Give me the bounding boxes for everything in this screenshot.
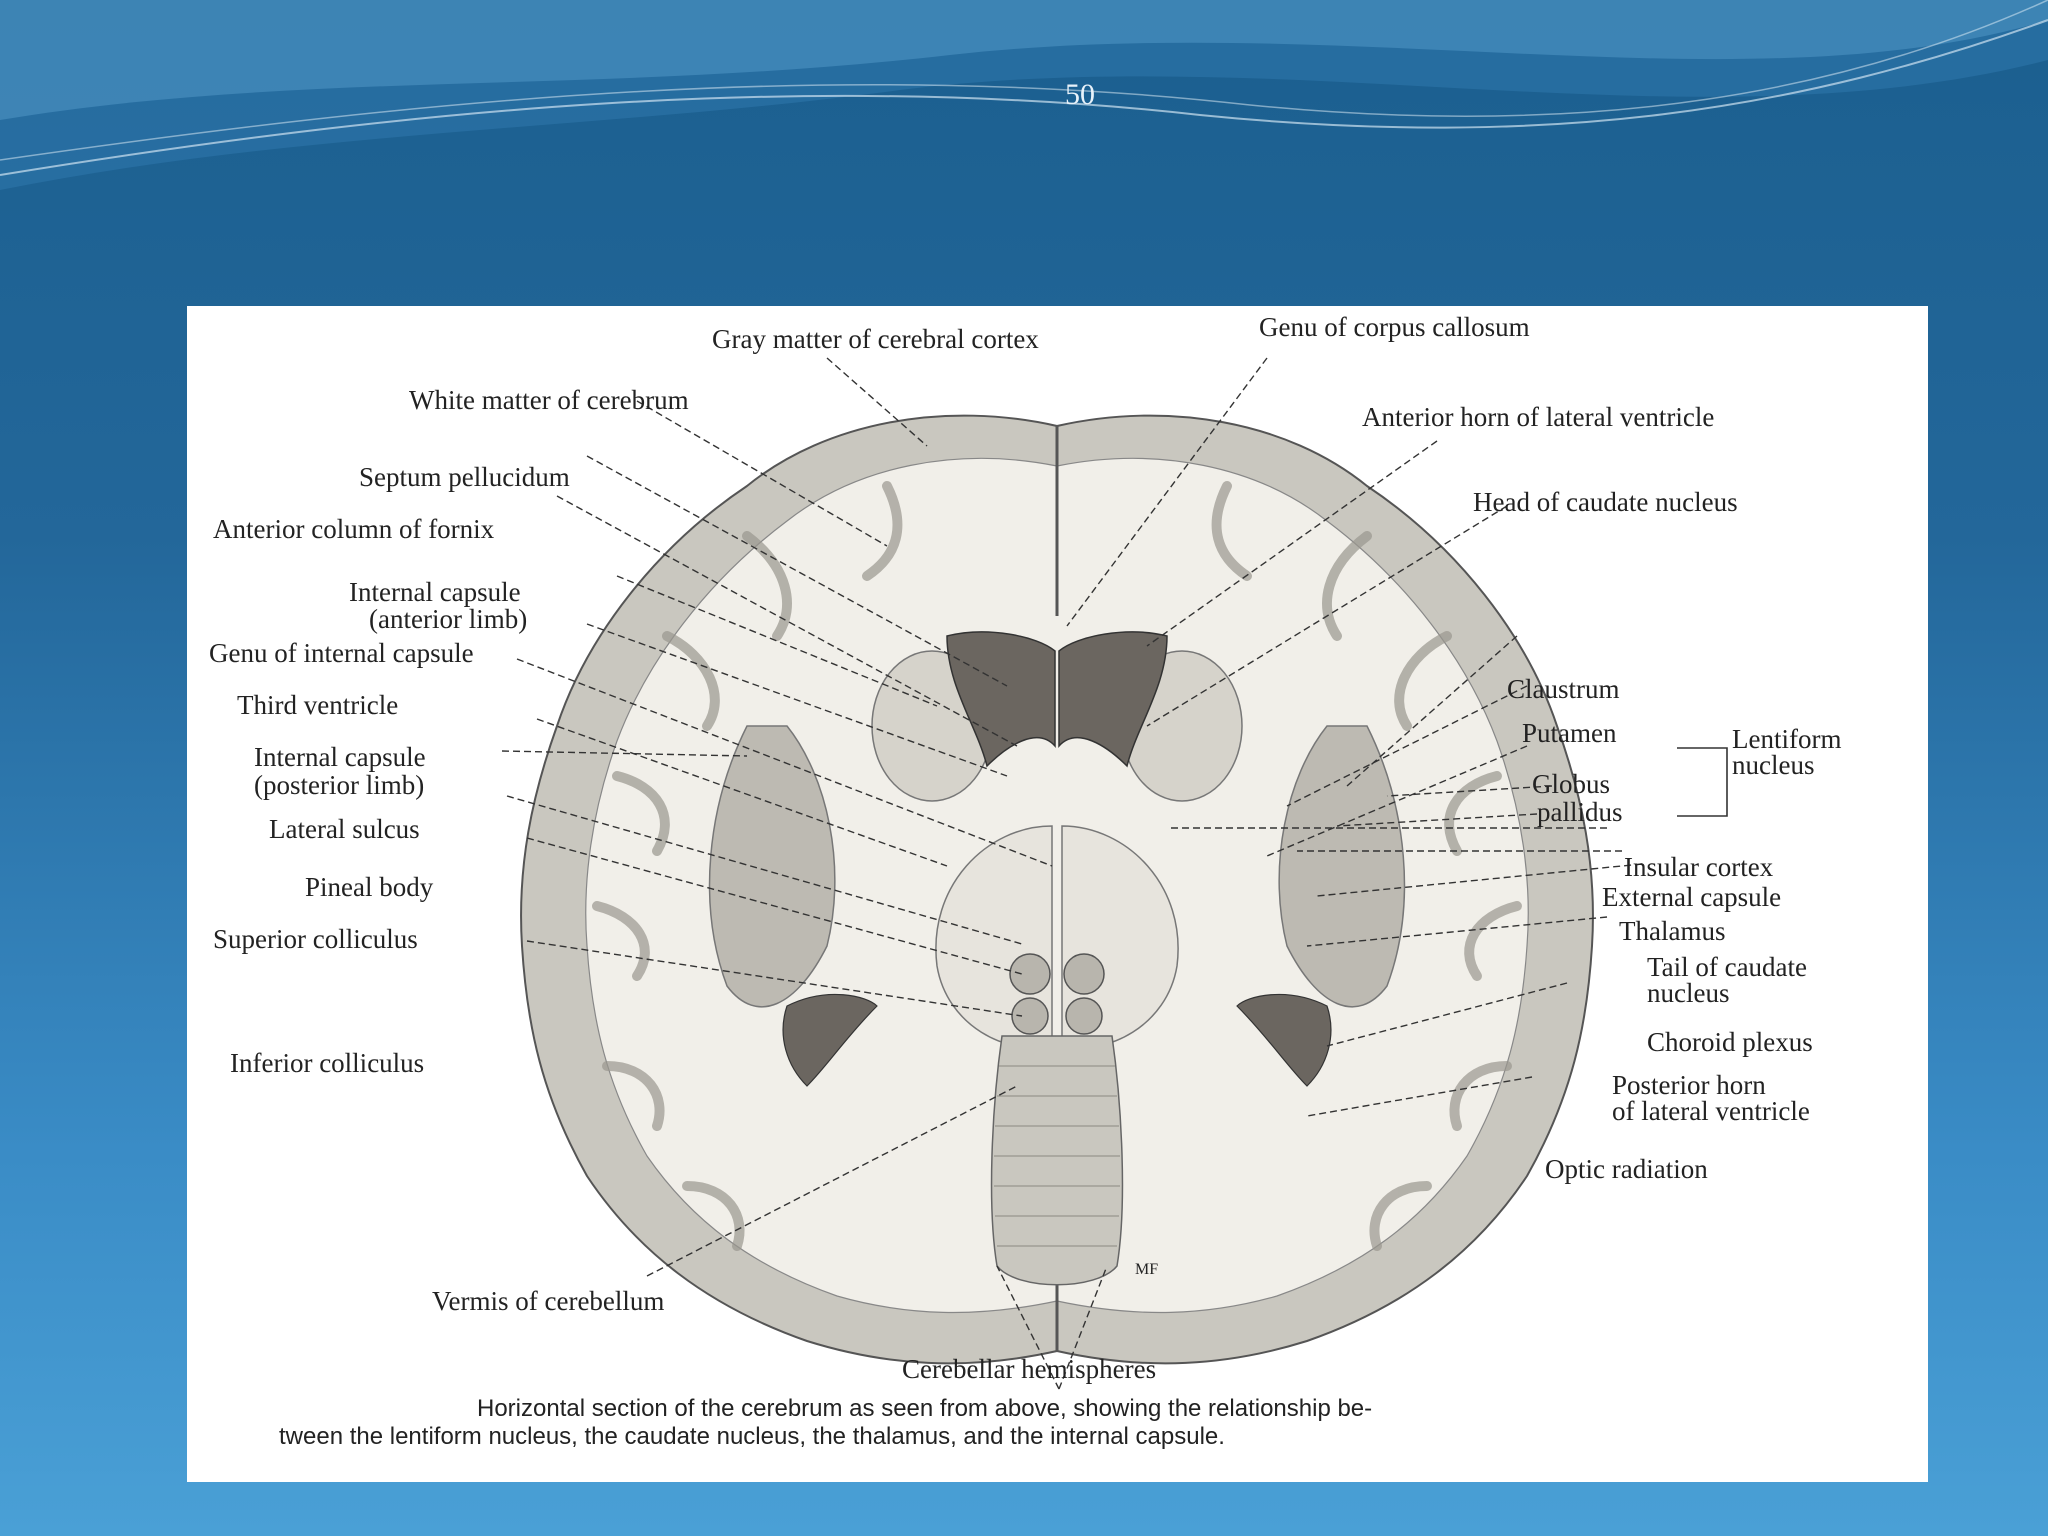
label-pineal-body: Pineal body	[305, 872, 434, 902]
vermis-cerebellum	[990, 1035, 1124, 1286]
gyri-pattern	[592, 481, 1522, 1251]
label-choroid-plexus: Choroid plexus	[1647, 1027, 1813, 1057]
label-white-matter: White matter of cerebrum	[409, 385, 689, 415]
label-anterior-horn: Anterior horn of lateral ventricle	[1362, 402, 1714, 432]
label-genu-corpus-callosum: Genu of corpus callosum	[1259, 312, 1530, 342]
label-posterior-limb: (posterior limb)	[254, 770, 424, 800]
label-vermis-cerebellum: Vermis of cerebellum	[432, 1286, 664, 1316]
artist-initials: MF	[1135, 1261, 1158, 1278]
label-genu-internal-capsule: Genu of internal capsule	[209, 638, 474, 668]
label-lentiform-nucleus: nucleus	[1732, 750, 1814, 780]
colliculi	[1009, 953, 1105, 1035]
label-putamen: Putamen	[1522, 718, 1617, 748]
leader-lines	[501, 357, 1643, 1390]
brain-diagram-figure: Gray matter of cerebral cortex Genu of c…	[187, 306, 1928, 1482]
label-lentiform: Lentiform	[1732, 724, 1841, 754]
label-optic-radiation: Optic radiation	[1545, 1154, 1708, 1184]
label-superior-colliculus: Superior colliculus	[213, 924, 418, 954]
caption-line-2: tween the lentiform nucleus, the caudate…	[279, 1423, 1225, 1450]
label-external-capsule: External capsule	[1602, 882, 1781, 912]
brain-section-illustration: Gray matter of cerebral cortex Genu of c…	[209, 312, 1841, 1450]
slide-number: 50	[1065, 78, 1095, 111]
label-head-caudate: Head of caudate nucleus	[1473, 487, 1738, 517]
decorative-waves	[0, 0, 2048, 190]
caption-line-1: Horizontal section of the cerebrum as se…	[477, 1395, 1372, 1422]
label-third-ventricle: Third ventricle	[237, 690, 398, 720]
posterior-horn-left	[782, 993, 878, 1087]
lentiform-bracket	[1677, 747, 1728, 817]
posterior-horn-right	[1236, 993, 1332, 1087]
label-tail-caudate-nucleus: nucleus	[1647, 978, 1729, 1008]
label-anterior-limb: (anterior limb)	[369, 604, 527, 634]
label-internal-capsule-anterior: Internal capsule	[349, 577, 521, 607]
lentiform-nucleus-left	[708, 725, 836, 1008]
label-inferior-colliculus: Inferior colliculus	[230, 1048, 424, 1078]
label-insular-cortex: Insular cortex	[1624, 852, 1774, 882]
label-anterior-column-fornix: Anterior column of fornix	[213, 514, 495, 544]
label-tail-caudate: Tail of caudate	[1647, 952, 1807, 982]
label-gray-matter: Gray matter of cerebral cortex	[712, 324, 1039, 354]
label-posterior-horn: Posterior horn	[1612, 1070, 1766, 1100]
label-cerebellar-hemispheres: Cerebellar hemispheres	[902, 1354, 1156, 1384]
anterior-horn-ventricle	[946, 631, 1168, 768]
label-thalamus: Thalamus	[1619, 916, 1725, 946]
label-internal-capsule-posterior: Internal capsule	[254, 742, 426, 772]
label-pallidus: pallidus	[1537, 797, 1623, 827]
label-posterior-horn-lateral-ventricle: of lateral ventricle	[1612, 1096, 1810, 1126]
vermis-folia	[994, 1065, 1120, 1247]
label-lateral-sulcus: Lateral sulcus	[269, 814, 420, 844]
label-claustrum: Claustrum	[1507, 674, 1620, 704]
lentiform-nucleus-right	[1278, 725, 1406, 1008]
label-globus: Globus	[1532, 769, 1610, 799]
label-septum-pellucidum: Septum pellucidum	[359, 462, 570, 492]
